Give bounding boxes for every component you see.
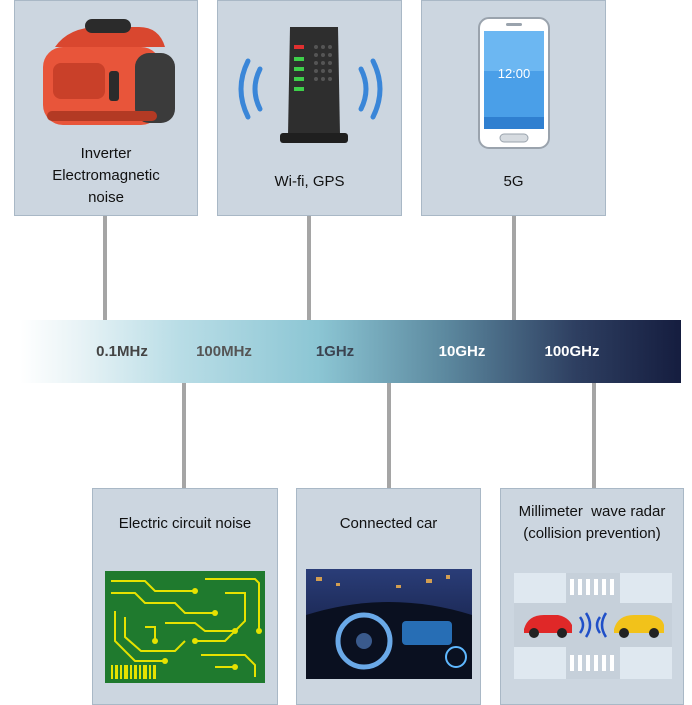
connector-wifi: [307, 216, 311, 320]
freq-label-10ghz: 10GHz: [438, 343, 486, 360]
5g-label: 5G: [503, 173, 524, 190]
car-box: Connected car: [296, 488, 481, 705]
5g-box: 12:00 5G: [421, 0, 606, 216]
phone-clock: 12:00: [497, 66, 531, 81]
circuit-box: Electric circuit noise: [92, 488, 278, 705]
wifi-router-icon: [228, 17, 393, 147]
car-label: Connected car: [339, 515, 438, 532]
freq-label-0-1mhz: 0.1MHz: [96, 343, 148, 360]
freq-label-100ghz: 100GHz: [544, 343, 600, 360]
circuit-label: Electric circuit noise: [118, 515, 252, 532]
freq-label-1ghz: 1GHz: [315, 343, 355, 360]
freq-label-100mhz: 100MHz: [196, 343, 252, 360]
inverter-label-line-2: Electromagnetic: [52, 167, 160, 184]
inverter-label-line-1: Inverter: [80, 145, 132, 162]
radar-label-line-2: (collision prevention): [523, 525, 661, 542]
smartphone-icon: 12:00: [478, 17, 550, 149]
inverter-box: Inverter Electromagnetic noise: [14, 0, 198, 216]
frequency-band: [20, 320, 681, 383]
connector-radar: [592, 383, 596, 488]
pcb-image: [105, 571, 265, 683]
connector-circuit: [182, 383, 186, 488]
generator-icon: [39, 19, 179, 131]
radar-label-line-1: Millimeter wave radar: [518, 503, 666, 520]
connector-car: [387, 383, 391, 488]
car-dashboard-image: [306, 569, 472, 679]
wifi-box: Wi-fi, GPS: [217, 0, 402, 216]
connector-5g: [512, 216, 516, 320]
connector-inverter: [103, 216, 107, 320]
radar-cars-image: [514, 573, 672, 679]
radar-box: Millimeter wave radar (collision prevent…: [500, 488, 684, 705]
wifi-label: Wi-fi, GPS: [274, 173, 345, 190]
inverter-label-line-3: noise: [88, 189, 124, 206]
